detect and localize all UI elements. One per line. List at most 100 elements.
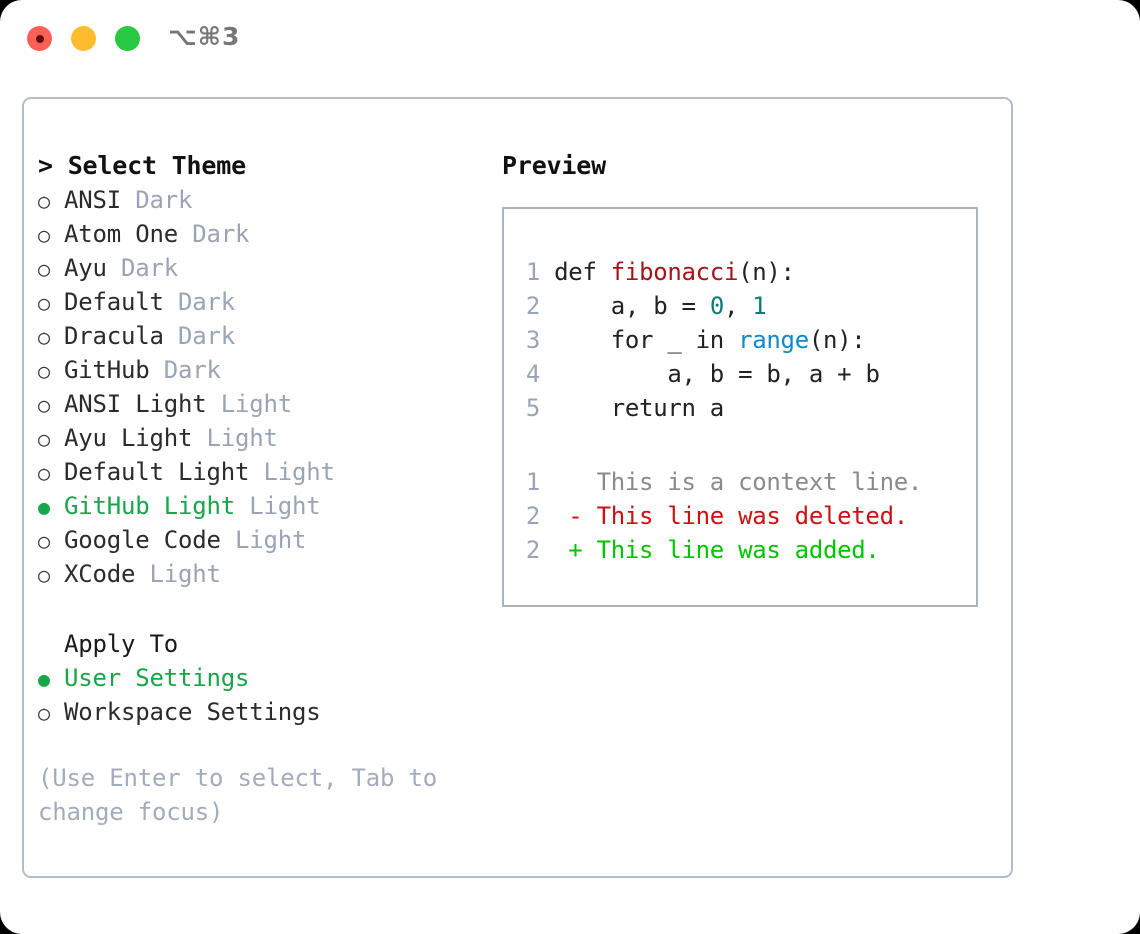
theme-option-github[interactable]: ○ GitHub Dark — [38, 353, 498, 387]
code-token: range — [738, 326, 809, 354]
theme-variant-badge: Light — [206, 390, 292, 418]
main-panel: > Select Theme ○ANSI Dark○Atom One Dark○… — [22, 97, 1013, 878]
theme-variant-badge: Dark — [163, 322, 235, 350]
theme-option-label: Atom One — [64, 220, 178, 248]
preview-heading: Preview — [502, 151, 606, 180]
line-number: 3 — [525, 326, 540, 354]
radio-unselected-icon: ○ — [38, 563, 50, 587]
radio-unselected-icon: ○ — [38, 461, 50, 485]
radio-unselected-icon: ○ — [38, 701, 50, 725]
theme-option-ansi-light[interactable]: ○ ANSI Light Light — [38, 387, 498, 421]
line-number: 1 — [525, 468, 540, 496]
code-token: for _ in — [554, 326, 739, 354]
diff-line: 1 This is a context line. — [518, 465, 922, 499]
theme-option-xcode[interactable]: ○ XCode Light — [38, 557, 498, 591]
theme-option-label: ANSI Light — [64, 390, 207, 418]
radio-unselected-icon: ○ — [38, 359, 50, 383]
apply-to-option-label: Workspace Settings — [64, 698, 321, 726]
code-token: a, b = b, a + b — [554, 360, 880, 388]
line-number: 2 — [525, 292, 540, 320]
theme-option-default[interactable]: ○ Default Dark — [38, 285, 498, 319]
line-number: 2 — [525, 536, 540, 564]
theme-option-label: XCode — [64, 560, 136, 588]
radio-unselected-icon: ○ — [38, 529, 50, 553]
theme-option-github-light[interactable]: ● GitHub Light Light — [38, 489, 498, 523]
theme-option-label: Default Light — [64, 458, 250, 486]
apply-to-heading: Apply To — [64, 630, 178, 658]
radio-unselected-icon: ○ — [38, 393, 50, 417]
theme-option-label: Ayu — [64, 254, 107, 282]
line-number: 2 — [525, 502, 540, 530]
theme-option-label: GitHub — [64, 356, 150, 384]
theme-option-dracula[interactable]: ○Dracula Dark — [38, 319, 498, 353]
code-token: def — [554, 258, 611, 286]
apply-to-option-workspace-settings[interactable]: ○ Workspace Settings — [38, 695, 498, 729]
diff-line: 2 + This line was added. — [518, 533, 922, 567]
radio-unselected-icon: ○ — [38, 291, 50, 315]
radio-selected-icon: ● — [38, 667, 50, 691]
theme-variant-badge: Light — [249, 458, 335, 486]
code-token: 0 — [709, 292, 724, 320]
theme-variant-badge: Light — [220, 526, 307, 554]
minimize-window-button[interactable] — [71, 26, 96, 51]
theme-option-default-light[interactable]: ○ Default Light Light — [38, 455, 498, 489]
traffic-light-controls — [27, 26, 140, 51]
theme-option-label: Ayu Light — [64, 424, 193, 452]
code-token: return a — [554, 394, 725, 422]
maximize-window-button[interactable] — [115, 26, 140, 51]
theme-variant-badge: Dark — [163, 288, 235, 316]
theme-variant-badge: Dark — [121, 186, 193, 214]
theme-option-google-code[interactable]: ○ Google Code Light — [38, 523, 498, 557]
line-number: 5 — [525, 394, 540, 422]
code-line: 5 return a — [518, 391, 880, 425]
theme-option-label: Google Code — [64, 526, 221, 554]
code-line: 4 a, b = b, a + b — [518, 357, 880, 391]
line-number: 1 — [525, 258, 540, 286]
theme-option-ansi[interactable]: ○ ANSI Dark — [38, 183, 498, 217]
theme-option-label: Default — [64, 288, 164, 316]
theme-variant-badge: Light — [235, 492, 321, 520]
code-token: (n): — [808, 326, 866, 354]
title-bar: ⌥⌘3 — [0, 0, 1140, 78]
apply-to-option-list[interactable]: ● User Settings ○ Workspace Settings — [38, 661, 498, 729]
theme-option-list[interactable]: ○ANSI Dark○Atom One Dark○Ayu Dark○Defaul… — [38, 183, 498, 591]
theme-option-label: GitHub Light — [64, 492, 235, 520]
theme-option-label: ANSI — [64, 186, 121, 214]
diff-line: 2 - This line was deleted. — [518, 499, 922, 533]
code-line: 1 def fibonacci(n): — [518, 255, 880, 289]
diff-sample: 1 This is a context line.2 - This line w… — [518, 465, 922, 567]
theme-picker-column: > Select Theme ○ANSI Dark○Atom One Dark○… — [38, 149, 498, 829]
theme-option-atom-one[interactable]: ○Atom One Dark — [38, 217, 498, 251]
theme-variant-badge: Dark — [149, 356, 221, 384]
theme-variant-badge: Dark — [178, 220, 250, 248]
theme-option-ayu-light[interactable]: ○ Ayu Light Light — [38, 421, 498, 455]
theme-variant-badge: Light — [135, 560, 221, 588]
code-token: , — [723, 292, 753, 320]
radio-unselected-icon: ○ — [38, 257, 50, 281]
code-line: 3 for _ in range(n): — [518, 323, 880, 357]
theme-variant-badge: Light — [192, 424, 278, 452]
radio-unselected-icon: ○ — [38, 189, 50, 213]
radio-unselected-icon: ○ — [38, 427, 50, 451]
diff-line-text: + This line was added. — [540, 536, 880, 564]
radio-selected-icon: ● — [38, 495, 50, 519]
code-token: 1 — [752, 292, 767, 320]
diff-line-text: - This line was deleted. — [540, 502, 908, 530]
select-theme-heading: > Select Theme — [38, 151, 246, 180]
keyboard-shortcut-label: ⌥⌘3 — [168, 22, 241, 51]
section-spacer — [38, 591, 498, 627]
apply-to-option-user-settings[interactable]: ● User Settings — [38, 661, 498, 695]
code-token: (n): — [738, 258, 795, 286]
close-window-button[interactable] — [27, 26, 52, 51]
theme-variant-badge: Dark — [106, 254, 178, 282]
apply-to-option-label: User Settings — [64, 664, 250, 692]
code-token: fibonacci — [610, 258, 739, 286]
preview-column: Preview 1 def fibonacci(n):2 a, b = 0, 1… — [502, 149, 1002, 607]
theme-option-ayu[interactable]: ○ Ayu Dark — [38, 251, 498, 285]
line-number: 4 — [525, 360, 540, 388]
diff-line-text: This is a context line. — [540, 468, 923, 496]
radio-unselected-icon: ○ — [38, 325, 50, 349]
